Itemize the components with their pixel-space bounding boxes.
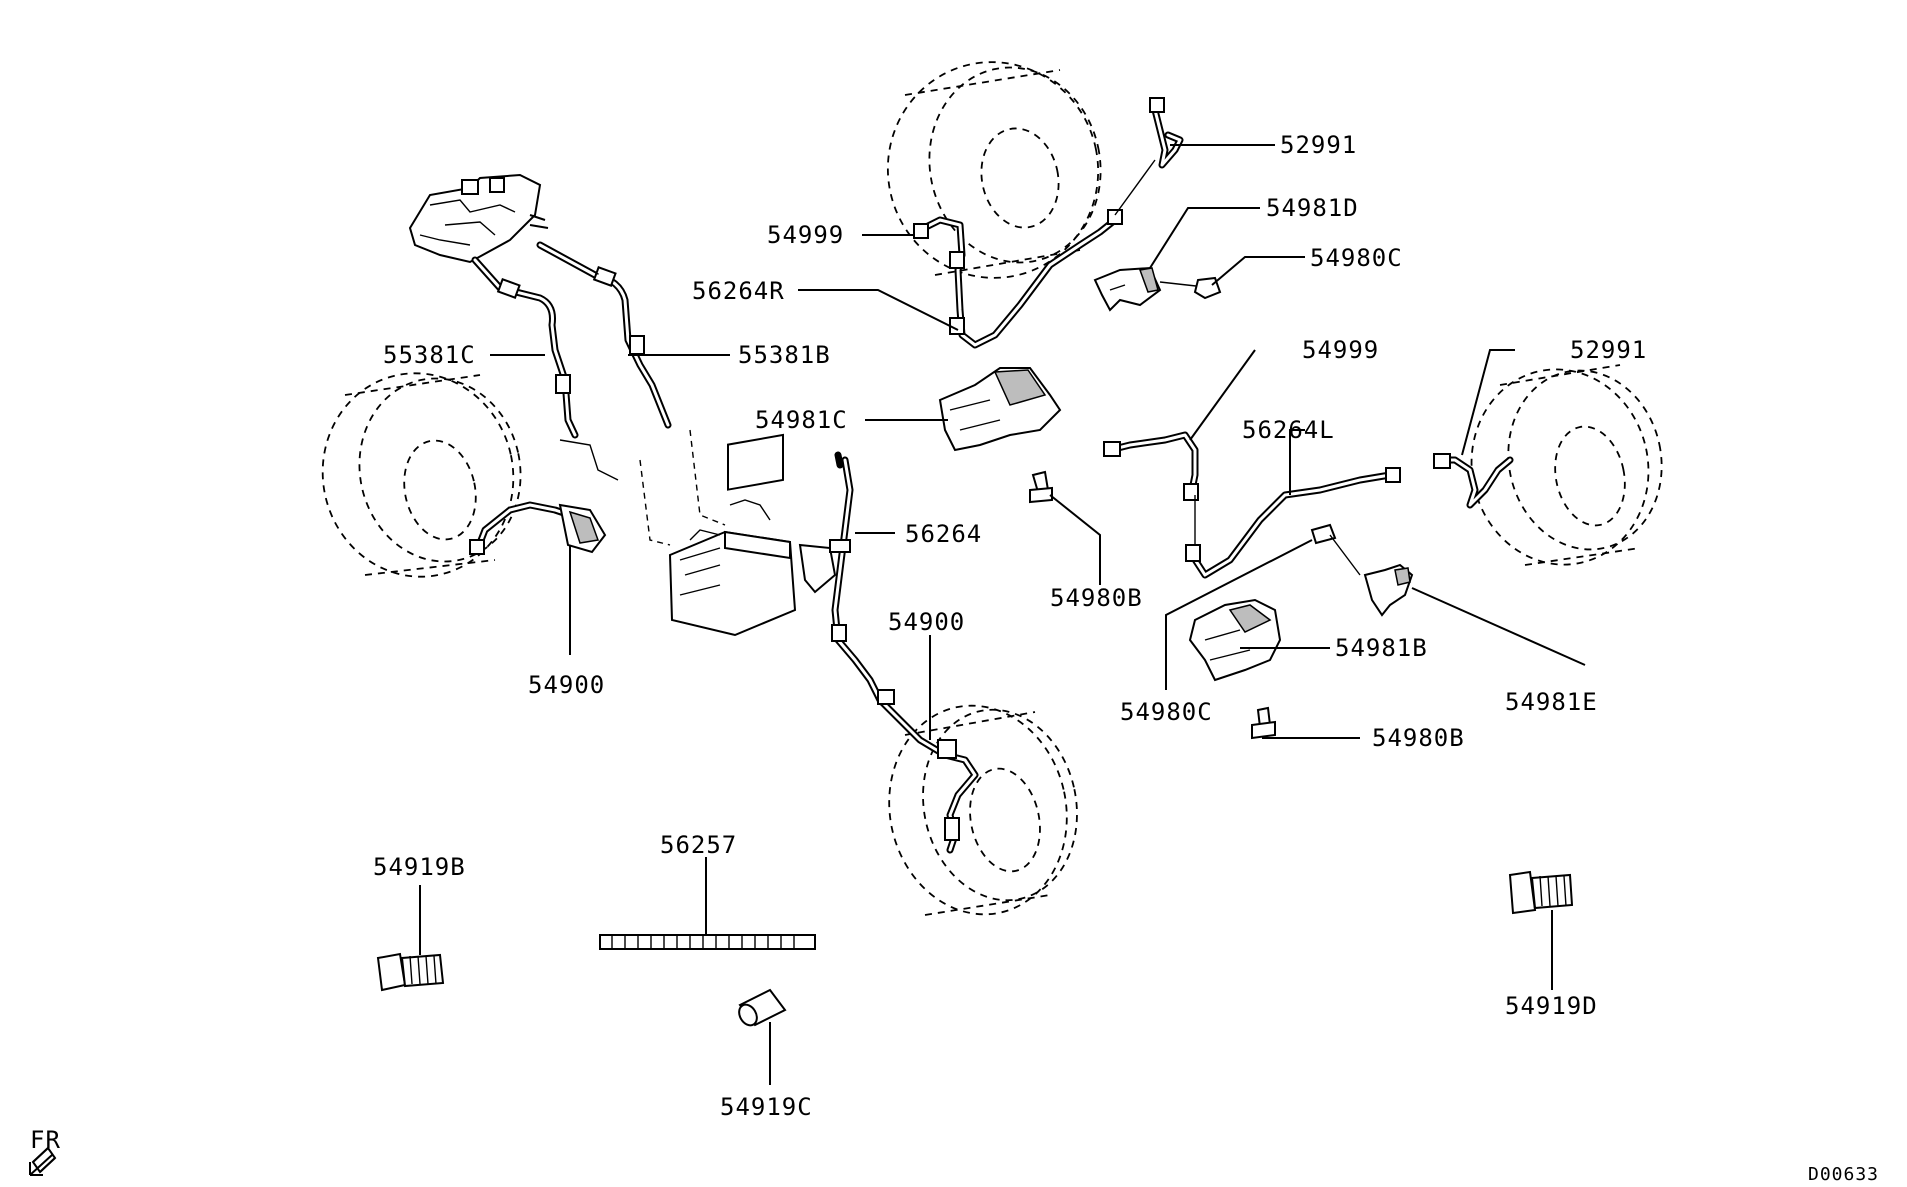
- label-54980B-mid: 54980B: [1050, 584, 1143, 612]
- abs-hydraulic-unit: [639, 429, 797, 637]
- callout-labels: 52991 54981D 54980C 54999 56264R 55381C …: [30, 131, 1879, 1185]
- sensor-52991-top: [1149, 97, 1184, 169]
- sensor-52991-right: [1433, 453, 1514, 509]
- label-52991-right: 52991: [1570, 336, 1647, 364]
- wheel-bottom: [888, 704, 1078, 916]
- front-direction-arrow: [29, 1146, 57, 1176]
- bolt-54980C-top: [1159, 276, 1222, 300]
- label-54981D: 54981D: [1266, 194, 1359, 222]
- label-54999-top: 54999: [767, 221, 844, 249]
- bolt-54980B-low: [1251, 706, 1276, 740]
- label-55381B: 55381B: [738, 341, 831, 369]
- label-54900-left: 54900: [528, 671, 605, 699]
- bracket-54981E: [1363, 563, 1414, 617]
- wheel-left: [321, 372, 522, 578]
- union-54919D: [1508, 870, 1574, 915]
- label-56257: 56257: [660, 831, 737, 859]
- label-52991-top: 52991: [1280, 131, 1357, 159]
- label-54980B-low: 54980B: [1372, 724, 1465, 752]
- master-cylinder-unit: [408, 173, 549, 264]
- bracket-54981D: [1093, 266, 1162, 312]
- label-56264: 56264: [905, 520, 982, 548]
- union-54919B: [376, 952, 445, 992]
- bracket-54981B: [1188, 598, 1282, 682]
- label-54919B: 54919B: [373, 853, 466, 881]
- wheel-speed-sensor-left: [469, 501, 607, 555]
- grommet-strip-56257: [599, 934, 816, 950]
- label-56264L: 56264L: [1242, 416, 1335, 444]
- label-54980C-low: 54980C: [1120, 698, 1213, 726]
- label-54999-right: 54999: [1302, 336, 1379, 364]
- wheel-top: [886, 61, 1102, 279]
- bracket-54981C: [938, 367, 1062, 452]
- wheel-right: [1470, 364, 1663, 566]
- brake-hose-55381B: [536, 241, 672, 429]
- label-56264R: 56264R: [692, 277, 785, 305]
- label-54981C: 54981C: [755, 406, 848, 434]
- sleeve-54919C: [738, 988, 787, 1027]
- brake-tube-56264L: [1103, 431, 1401, 579]
- label-54981B: 54981B: [1335, 634, 1428, 662]
- label-54900-right: 54900: [888, 608, 965, 636]
- leader-lines: [419, 144, 1586, 1085]
- label-54980C-top: 54980C: [1310, 244, 1403, 272]
- bolt-54980B-mid: [1029, 470, 1053, 504]
- label-55381C: 55381C: [383, 341, 476, 369]
- label-54919C: 54919C: [720, 1093, 813, 1121]
- bolt-54980C-low: [1310, 523, 1361, 576]
- sensor-harness-56264: [798, 451, 949, 759]
- direction-label: FR: [30, 1126, 61, 1154]
- label-54919D: 54919D: [1505, 992, 1598, 1020]
- brake-tube-56264R: [913, 159, 1156, 349]
- label-54981E: 54981E: [1505, 688, 1598, 716]
- brake-hose-55381C: [471, 256, 619, 481]
- wheel-speed-sensor-right: [937, 739, 979, 854]
- diagram-code: D00633: [1808, 1164, 1879, 1185]
